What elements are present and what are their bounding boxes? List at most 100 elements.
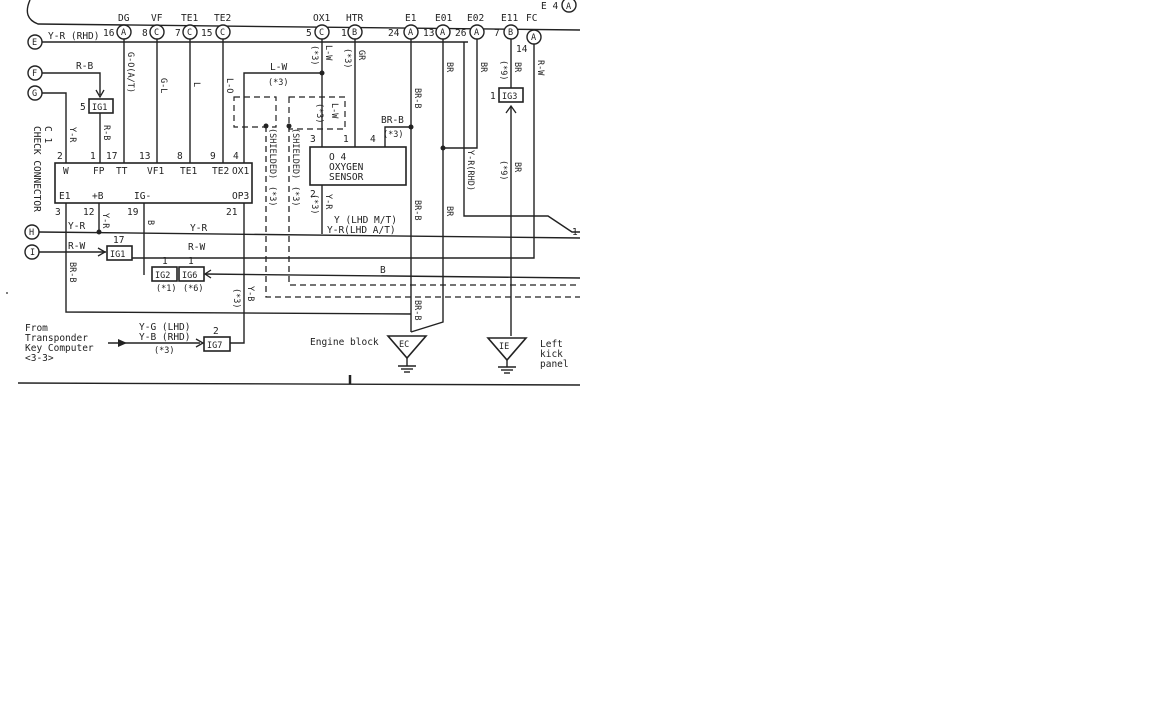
terminal-e01-name: E01 (435, 13, 452, 24)
terminal-te2-pin: 15 (201, 28, 212, 39)
cc-num-ox1: 4 (233, 151, 239, 162)
oxygen-sensor-line1: O 4 (329, 152, 346, 163)
terminal-te2-name: TE2 (214, 13, 231, 24)
right-edge-num: 1 (572, 227, 578, 238)
terminal-e01-pin: 13 (423, 28, 434, 39)
wire-o4-pin2-label: Y-R (323, 194, 333, 210)
ref-e: E (27, 34, 43, 50)
terminal-htr-pin: 1 (341, 28, 347, 39)
terminal-ox1-name: OX1 (313, 13, 330, 24)
terminal-htr: HTR 1 B (341, 13, 363, 40)
cc-pin-te1: TE1 (180, 166, 197, 177)
terminal-e02-name: E02 (467, 13, 484, 24)
cc-pin-ig: IG- (134, 191, 151, 202)
wire-ig3-note: (*9) (498, 160, 508, 180)
splice-ig7-pin: 2 (213, 326, 219, 337)
cc-num-tt: 17 (106, 151, 117, 162)
check-connector-title1: C 1 (42, 126, 53, 143)
splice-ig1-mid (106, 245, 133, 261)
splice-ig2-pin: 1 (162, 256, 168, 267)
cc-pin-e1: E1 (59, 191, 71, 202)
splice-ig6-pin: 1 (188, 256, 194, 267)
wire-f-r-b (42, 72, 101, 95)
wire-ig3-label: BR (512, 162, 522, 173)
wire-fc-r-w (132, 44, 535, 259)
cc-pin-op3: OP3 (232, 191, 249, 202)
cc-num-e1: 3 (55, 207, 61, 218)
wire-dg-label: G-O(A/T) (125, 52, 135, 93)
wire-ig-label: B (145, 220, 155, 225)
cc-pin-w: W (63, 166, 69, 177)
terminal-htr-letter: B (352, 28, 357, 38)
wire-e02-br (443, 39, 478, 149)
terminal-e11-name: E11 (501, 13, 518, 24)
splice-ig6-note: (*6) (183, 284, 203, 294)
svg-text:H: H (29, 228, 34, 238)
splice-ig7-label: IG7 (207, 341, 222, 351)
terminal-te1-name: TE1 (181, 13, 198, 24)
wire-te2-label: L-O (224, 78, 234, 93)
shield-line-2 (288, 126, 580, 286)
terminal-dg: DG 16 A (103, 13, 132, 40)
wire-htr-note: (*3) (342, 48, 352, 68)
splice-ig3 (498, 87, 524, 103)
wire-h-label2: Y-R (190, 223, 207, 234)
transponder-wire1: Y-G (LHD) (139, 322, 190, 333)
wire-te1-label: L (191, 82, 201, 87)
ref-f: F (27, 65, 43, 81)
terminal-e1-letter: A (408, 28, 413, 38)
shield-line-1 (265, 126, 580, 298)
ground-ec: EC Engine block (310, 335, 428, 373)
wire-b-right (204, 273, 581, 279)
wire-i-label: R-W (68, 241, 85, 252)
frame-bottom-line (17, 382, 581, 386)
check-connector-title2: CHECK CONNECTOR (31, 126, 42, 212)
terminal-fc-pin: 14 (516, 44, 528, 55)
wire-cc-e1-br-b (65, 203, 412, 315)
wire-o4-pin4-label: BR-B (381, 115, 404, 126)
oxygen-sensor-pin2: 2 (310, 189, 316, 200)
cc-num-fp: 1 (90, 151, 96, 162)
terminal-e11-pin: 7 (494, 28, 500, 39)
ground-ie-label: IE (499, 342, 509, 352)
splice-ig1-mid-label: IG1 (110, 250, 125, 260)
terminal-te2-letter: C (220, 28, 225, 38)
wire-f-label: R-B (76, 61, 93, 72)
wire-vf-label: G-L (158, 78, 168, 93)
header-ref-label: E 4 (541, 1, 558, 12)
shield-label-2: (SHIELDED) (290, 128, 300, 179)
terminal-ox1: OX1 5 C (306, 13, 330, 40)
shield-note-2: (*3) (290, 186, 300, 206)
terminal-dg-pin: 16 (103, 28, 115, 39)
transponder-wire2: Y-B (RHD) (139, 332, 190, 343)
wire-o4-pin4-note: (*3) (383, 130, 403, 140)
terminal-vf: VF 8 C (142, 13, 165, 40)
cc-pin-fp: FP (93, 166, 105, 177)
terminal-e02-letter: A (474, 28, 479, 38)
transponder-line2: Transponder (25, 333, 88, 344)
oxygen-sensor-pin1: 1 (343, 134, 349, 145)
wire-y-r-rhd-right (463, 42, 580, 233)
transponder-line3: Key Computer (25, 343, 94, 354)
cc-num-ig: 19 (127, 207, 139, 218)
shield-box-left (233, 96, 277, 128)
cc-pin-te2: TE2 (212, 166, 229, 177)
splice-ig2 (151, 266, 178, 282)
wire-cc-e1-label: BR-B (67, 262, 77, 282)
cc-pin-ox1: OX1 (232, 166, 249, 177)
ref-i: I (24, 244, 40, 260)
oxygen-sensor-line3: SENSOR (329, 172, 364, 183)
cc-pin-vf1: VF1 (147, 166, 164, 177)
wire-y-lhd-mt: Y (LHD M/T) (334, 215, 397, 226)
ref-g: G (27, 85, 43, 101)
svg-text:F: F (32, 69, 37, 79)
ground-ie: IE Left kick panel (486, 337, 569, 374)
wire-op3-note: (*3) (231, 288, 241, 308)
cc-num-w: 2 (57, 151, 63, 162)
terminal-te1-pin: 7 (175, 28, 181, 39)
ref-h: H (24, 224, 40, 240)
terminal-te1-letter: C (187, 28, 192, 38)
wire-op3-y-b (230, 203, 245, 344)
transponder-line1: From (25, 323, 48, 334)
check-connector (54, 162, 253, 204)
